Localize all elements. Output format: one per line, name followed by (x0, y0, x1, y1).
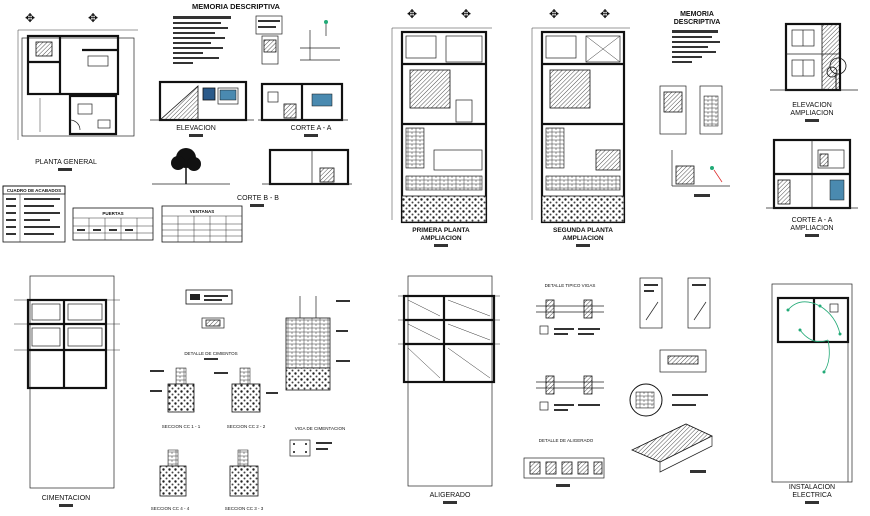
corte-a-a-title: CORTE A - A (291, 125, 332, 132)
corte-b-b-title: CORTE B - B (237, 195, 279, 202)
segunda-planta-title: SEGUNDA PLANTA (553, 227, 613, 234)
cuadro-acabados-table: CUADRO DE ACABADOS (2, 185, 66, 243)
north-arrow-icon: ✥ (25, 11, 35, 25)
cuadro-acabados-title: CUADRO DE ACABADOS (7, 188, 61, 193)
memoria-descriptiva-title: MEMORIA DESCRIPTIVA (192, 2, 281, 11)
north-arrow-icon: ✥ (461, 7, 471, 21)
aligerado-title: ALIGERADO (430, 492, 471, 499)
north-arrow-icon: ✥ (88, 11, 98, 25)
seccion-3-title: SECCION CC 3 - 3 (225, 506, 264, 511)
cimentacion-drawing: CIMENTACION (14, 275, 120, 507)
north-arrow-icon: ✥ (600, 7, 610, 21)
viga-cimentacion-title: VIGA DE CIMENTACION (295, 426, 345, 431)
segunda-planta-subtitle: AMPLIACION (562, 235, 603, 242)
segunda-planta-drawing: ✥ ✥ SEGUNDA PLANTA AMPLIACION (531, 7, 630, 247)
north-arrow-icon: ✥ (549, 7, 559, 21)
escalera-detail-block (629, 277, 713, 473)
instalacion-subtitle: ELECTRICA (792, 492, 832, 499)
memoria-descriptiva-block: MEMORIA DESCRIPTIVA (173, 2, 340, 65)
corte-a-a-drawing: CORTE A - A (258, 82, 348, 137)
ventanas-title: VENTANAS (190, 209, 214, 214)
seccion-2-title: SECCION CC 2 - 2 (227, 424, 266, 429)
tree-icon (171, 148, 201, 184)
cimentacion-title: CIMENTACION (42, 495, 90, 502)
elevacion-title: ELEVACION (176, 125, 216, 132)
elevacion-ampliacion-title: ELEVACION (792, 102, 832, 109)
aligerado-drawing: ALIGERADO (398, 275, 500, 504)
detalle-cimientos-title: DETALLE DE CIMIENTOS (184, 351, 237, 356)
seccion-4-title: SECCION CC 4 - 4 (151, 506, 190, 511)
detalle-vigas-title: DETALLE TIPICO VIGAS (545, 283, 596, 288)
north-arrow-icon: ✥ (407, 7, 417, 21)
elevacion-ampliacion-subtitle: AMPLIACION (790, 110, 833, 117)
elevacion-drawing: ELEVACION (150, 80, 254, 137)
planta-general-drawing: ✥ ✥ PLANTA GENERAL (17, 11, 138, 171)
detalle-vigas-block: DETALLE TIPICO VIGAS DETALLE DE ALIGERAD… (523, 283, 605, 487)
primera-planta-subtitle: AMPLIACION (420, 235, 461, 242)
detalle-aligerado-title: DETALLE DE ALIGERADO (539, 438, 594, 443)
puertas-title: PUERTAS (102, 211, 123, 216)
tree-icon (826, 57, 847, 90)
ventanas-table: VENTANAS (161, 205, 243, 243)
instalacion-title: INSTALACION (789, 484, 835, 491)
planta-general-title: PLANTA GENERAL (35, 159, 97, 166)
primera-planta-drawing: ✥ ✥ PRIMERA PLANTA AMPLIACION (391, 7, 492, 247)
corte-ampliacion-title: CORTE A - A (792, 217, 833, 224)
memoria-2-title: MEMORIA (680, 11, 714, 18)
memoria-descriptiva-2-block: MEMORIA DESCRIPTIVA (659, 11, 730, 197)
corte-ampliacion-subtitle: AMPLIACION (790, 225, 833, 232)
seccion-1-title: SECCION CC 1 - 1 (162, 424, 201, 429)
elevacion-ampliacion-drawing: ELEVACION AMPLIACION (770, 22, 858, 122)
detalle-cimientos-block: DETALLE DE CIMIENTOS SECCION CC 1 - 1 SE… (150, 289, 350, 511)
primera-planta-title: PRIMERA PLANTA (412, 227, 470, 234)
corte-b-b-drawing: CORTE B - B (152, 148, 352, 207)
corte-a-a-ampliacion-drawing: CORTE A - A AMPLIACION (766, 138, 858, 237)
memoria-2-subtitle: DESCRIPTIVA (674, 19, 721, 26)
puertas-table: PUERTAS (72, 207, 154, 241)
instalacion-electrica-drawing: INSTALACION ELECTRICA (771, 283, 853, 504)
